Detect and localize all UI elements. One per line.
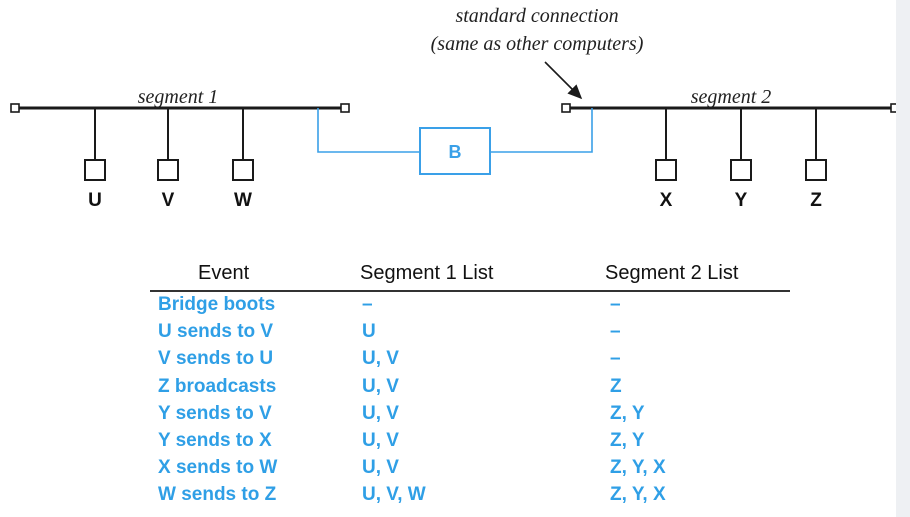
- row-segment-2-list: Z, Y, X: [610, 457, 666, 479]
- bridge-label: B: [449, 142, 462, 162]
- row-segment-1-list: U, V: [362, 375, 399, 397]
- row-segment-1-list: U, V: [362, 402, 399, 424]
- bridge-link-segment-2: [490, 108, 593, 153]
- table-row: Y sends to V U, V Z, Y: [150, 401, 790, 428]
- computer-w-label: W: [234, 190, 252, 211]
- row-segment-2-list: –: [610, 348, 621, 370]
- computer-w: [232, 159, 254, 181]
- header-segment-2-list: Segment 2 List: [605, 262, 739, 284]
- table-body: Bridge boots – – U sends to V U – V send…: [150, 292, 790, 510]
- row-event: Y sends to X: [158, 429, 272, 451]
- row-event: V sends to U: [158, 348, 274, 370]
- table-header: Event Segment 1 List Segment 2 List: [150, 258, 790, 292]
- computer-y-label: Y: [735, 190, 748, 211]
- bridge-link-segment-1: [317, 108, 420, 153]
- bridge-box: [419, 127, 491, 175]
- row-segment-2-list: –: [610, 294, 621, 315]
- segment-1-terminator-left: [10, 103, 20, 113]
- row-segment-1-list: U, V: [362, 457, 399, 479]
- segment-2: segment 2 X Y Z: [561, 86, 900, 211]
- row-event: W sends to Z: [158, 484, 277, 506]
- computer-x: [655, 159, 677, 181]
- table-row: Z broadcasts U, V Z: [150, 374, 790, 401]
- segment-2-label: segment 2: [691, 86, 772, 108]
- row-event: X sends to W: [158, 457, 278, 479]
- row-segment-2-list: Z, Y, X: [610, 484, 666, 506]
- segment-1-terminator-right: [340, 103, 350, 113]
- table-row: W sends to Z U, V, W Z, Y, X: [150, 482, 790, 509]
- row-segment-2-list: –: [610, 321, 621, 343]
- row-segment-2-list: Z, Y: [610, 429, 645, 451]
- segment-2-terminator-left: [561, 103, 571, 113]
- computer-u: [84, 159, 106, 181]
- segment-1: segment 1 U V W: [10, 86, 350, 211]
- computer-x-label: X: [660, 190, 673, 211]
- computer-u-label: U: [88, 190, 102, 211]
- row-segment-1-list: U, V: [362, 429, 399, 451]
- table-row: X sends to W U, V Z, Y, X: [150, 455, 790, 482]
- annotation-line-2: (same as other computers): [431, 33, 644, 55]
- row-segment-1-list: U, V, W: [362, 484, 426, 506]
- computer-z: [805, 159, 827, 181]
- table-row: Y sends to X U, V Z, Y: [150, 428, 790, 455]
- row-segment-2-list: Z, Y: [610, 402, 645, 424]
- table-row: Bridge boots – –: [150, 292, 790, 319]
- computer-y: [730, 159, 752, 181]
- header-segment-1-list: Segment 1 List: [360, 262, 494, 284]
- row-event: Y sends to V: [158, 402, 272, 424]
- bridge-learning-table: Event Segment 1 List Segment 2 List Brid…: [150, 258, 790, 510]
- table-row: U sends to V U –: [150, 319, 790, 346]
- table-row: V sends to U U, V –: [150, 346, 790, 373]
- row-segment-1-list: –: [362, 294, 373, 315]
- row-event: U sends to V: [158, 321, 274, 343]
- bridge-diagram: standard connection (same as other compu…: [10, 5, 900, 211]
- page-edge: [896, 0, 910, 517]
- row-segment-1-list: U: [362, 321, 376, 343]
- row-segment-2-list: Z: [610, 375, 622, 397]
- computer-v: [157, 159, 179, 181]
- bridge: B: [317, 108, 593, 175]
- annotation-line-1: standard connection: [455, 5, 618, 27]
- computer-z-label: Z: [810, 190, 822, 211]
- row-segment-1-list: U, V: [362, 348, 399, 370]
- header-event: Event: [198, 262, 250, 284]
- segment-1-label: segment 1: [138, 86, 219, 108]
- row-event: Bridge boots: [158, 294, 276, 315]
- computer-v-label: V: [162, 190, 175, 211]
- row-event: Z broadcasts: [158, 375, 277, 397]
- annotation-arrow: [544, 61, 583, 100]
